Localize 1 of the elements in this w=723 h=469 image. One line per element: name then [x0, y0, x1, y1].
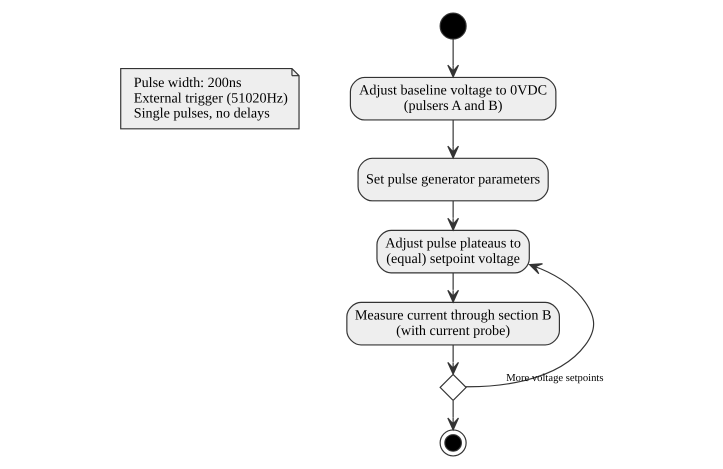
edge-label: More voltage setpoints: [506, 372, 603, 384]
